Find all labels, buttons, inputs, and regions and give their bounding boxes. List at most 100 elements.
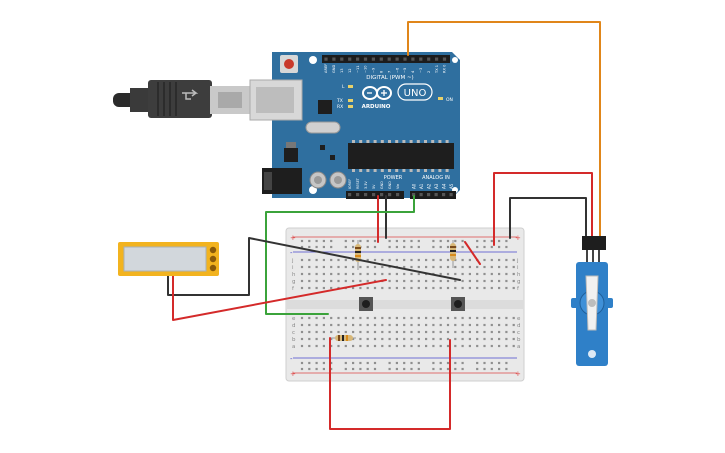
breadboard-hole[interactable] [410,361,413,365]
breadboard-hole[interactable] [476,344,479,348]
breadboard-hole[interactable] [344,367,347,371]
breadboard-hole[interactable] [432,245,435,249]
breadboard-hole[interactable] [417,316,420,320]
breadboard-hole[interactable] [483,316,486,320]
breadboard-hole[interactable] [403,316,406,320]
breadboard-hole[interactable] [300,344,304,348]
breadboard-hole[interactable] [337,258,340,262]
breadboard-hole[interactable] [417,272,420,276]
lcd-display-module[interactable] [118,242,219,276]
breadboard-hole[interactable] [300,361,304,365]
breadboard-hole[interactable] [417,258,420,262]
breadboard-hole[interactable] [366,367,369,371]
breadboard-hole[interactable] [388,344,391,348]
breadboard-hole[interactable] [432,330,435,334]
breadboard-hole[interactable] [483,258,486,262]
breadboard-hole[interactable] [359,286,362,290]
breadboard-hole[interactable] [308,367,311,371]
breadboard-hole[interactable] [505,286,508,290]
breadboard-hole[interactable] [461,330,464,334]
power-pin-hole[interactable] [388,193,392,197]
breadboard-hole[interactable] [300,245,304,249]
breadboard-hole[interactable] [439,239,442,243]
breadboard-hole[interactable] [344,323,347,327]
breadboard-hole[interactable] [388,272,391,276]
breadboard-hole[interactable] [512,316,515,320]
breadboard-hole[interactable] [366,330,369,334]
servo-motor[interactable] [571,236,613,366]
breadboard-hole[interactable] [512,258,515,262]
breadboard-hole[interactable] [403,286,406,290]
breadboard-hole[interactable] [366,272,369,276]
breadboard-hole[interactable] [395,316,398,320]
breadboard-hole[interactable] [308,361,311,365]
breadboard-hole[interactable] [498,361,501,365]
breadboard-hole[interactable] [483,265,486,269]
breadboard-hole[interactable] [476,337,479,341]
digital-pin-hole[interactable] [387,57,391,61]
resistor-top-left[interactable] [355,240,361,270]
breadboard-hole[interactable] [359,316,362,320]
breadboard-hole[interactable] [425,316,428,320]
breadboard-hole[interactable] [432,258,435,262]
breadboard-hole[interactable] [454,239,457,243]
breadboard-hole[interactable] [381,286,384,290]
breadboard-hole[interactable] [490,361,493,365]
breadboard-hole[interactable] [315,245,318,249]
breadboard-hole[interactable] [410,367,413,371]
breadboard-hole[interactable] [498,258,501,262]
breadboard-hole[interactable] [461,361,464,365]
breadboard-hole[interactable] [359,361,362,365]
breadboard-hole[interactable] [468,337,471,341]
breadboard-hole[interactable] [410,272,413,276]
breadboard-hole[interactable] [315,272,318,276]
breadboard-hole[interactable] [300,316,304,320]
breadboard-hole[interactable] [330,272,333,276]
breadboard-hole[interactable] [308,323,311,327]
breadboard-hole[interactable] [446,245,450,249]
breadboard-hole[interactable] [395,245,398,249]
breadboard-hole[interactable] [476,265,479,269]
breadboard-hole[interactable] [425,344,428,348]
breadboard-hole[interactable] [359,239,362,243]
breadboard-hole[interactable] [373,239,377,243]
breadboard-hole[interactable] [322,258,325,262]
breadboard-hole[interactable] [439,245,442,249]
breadboard-hole[interactable] [359,344,362,348]
breadboard-hole[interactable] [366,361,369,365]
breadboard-hole[interactable] [410,279,413,283]
breadboard-hole[interactable] [315,265,318,269]
digital-pin-hole[interactable] [356,57,360,61]
breadboard-hole[interactable] [476,323,479,327]
breadboard-hole[interactable] [373,344,377,348]
breadboard-hole[interactable] [454,367,457,371]
breadboard-hole[interactable] [490,367,493,371]
breadboard-hole[interactable] [505,272,508,276]
breadboard-hole[interactable] [439,316,442,320]
breadboard-hole[interactable] [498,367,501,371]
breadboard-hole[interactable] [490,245,493,249]
breadboard-hole[interactable] [395,344,398,348]
breadboard-hole[interactable] [476,316,479,320]
breadboard-hole[interactable] [410,286,413,290]
wire-red-short[interactable] [464,241,481,265]
breadboard-hole[interactable] [344,344,347,348]
breadboard-hole[interactable] [439,361,442,365]
breadboard-hole[interactable] [432,367,435,371]
power-pin-hole[interactable] [396,193,400,197]
breadboard-hole[interactable] [476,361,479,365]
breadboard-hole[interactable] [403,265,406,269]
breadboard-hole[interactable] [461,286,464,290]
breadboard-hole[interactable] [498,330,501,334]
breadboard-hole[interactable] [352,344,355,348]
breadboard-hole[interactable] [468,316,471,320]
breadboard-hole[interactable] [315,316,318,320]
breadboard-hole[interactable] [454,286,457,290]
breadboard-hole[interactable] [308,258,311,262]
breadboard-hole[interactable] [505,367,508,371]
analog-pin-hole[interactable] [434,193,438,197]
breadboard-hole[interactable] [359,367,362,371]
breadboard-hole[interactable] [490,337,493,341]
breadboard-hole[interactable] [490,239,493,243]
